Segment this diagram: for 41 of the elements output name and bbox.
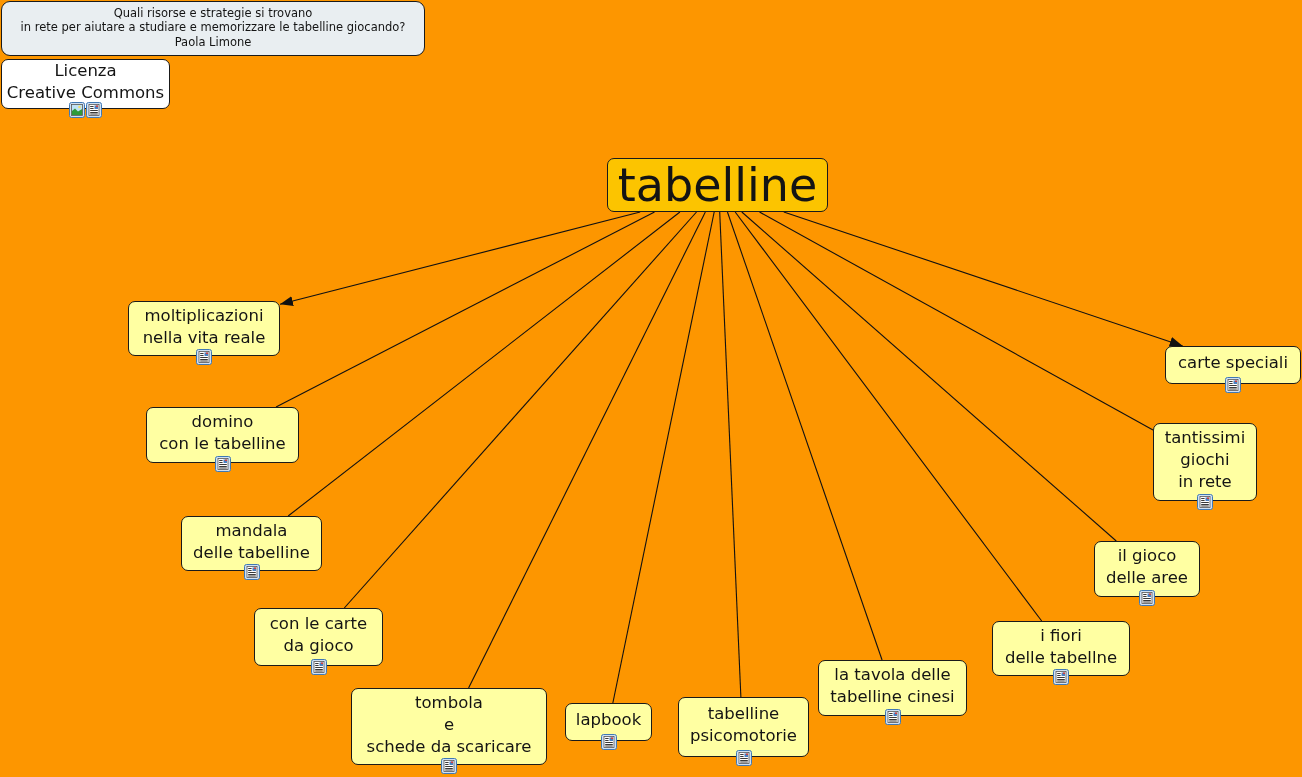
question-box xyxy=(1,1,425,56)
concept-box xyxy=(992,621,1130,676)
concept-box xyxy=(181,516,322,571)
concept-label: tombola e schede da scaricare xyxy=(366,691,532,758)
concept-label: con le carte da gioco xyxy=(269,613,368,657)
concept-label: carte speciali xyxy=(1178,352,1288,374)
concept-box xyxy=(1165,346,1301,384)
question-text: Quali risorse e strategie si trovano in rete per aiutare a studiare e memorizzare le tabelline giocando? xyxy=(20,5,406,35)
connector-line xyxy=(734,211,1043,622)
concept-box xyxy=(254,608,383,666)
connector-line xyxy=(468,211,706,689)
connector-line xyxy=(758,211,1154,431)
concept-label: tabelline psicomotorie xyxy=(689,703,798,747)
concept-label: tantissimi giochi in rete xyxy=(1164,427,1246,493)
concept-box xyxy=(146,407,299,463)
concept-label: i fiori delle tabellne xyxy=(1004,624,1118,669)
main-topic-label: tabelline xyxy=(617,159,818,211)
concept-box xyxy=(818,660,967,716)
connector-line xyxy=(343,211,698,609)
concept-label: mandala delle tabelline xyxy=(193,519,310,564)
concept-label: lapbook xyxy=(575,709,642,731)
concept-box xyxy=(565,703,652,741)
arrow xyxy=(279,211,641,306)
concept-box xyxy=(1153,423,1257,501)
concept-box xyxy=(678,697,809,757)
author-name: Paola Limone xyxy=(174,34,252,50)
concept-box xyxy=(1094,541,1200,597)
connector-line xyxy=(741,211,1117,542)
connector-line xyxy=(612,211,715,704)
arrow xyxy=(783,211,1184,347)
concept-label: la tavola delle tabelline cinesi xyxy=(830,664,955,708)
connector-line xyxy=(287,211,681,517)
concept-box xyxy=(128,301,280,356)
concept-box xyxy=(351,688,547,765)
connector-line xyxy=(719,211,742,698)
concept-label: il gioco delle aree xyxy=(1106,545,1188,589)
concept-label: domino con le tabelline xyxy=(159,411,286,455)
concept-label: moltiplicazioni nella vita reale xyxy=(142,304,266,349)
license-label: Licenza Creative Commons xyxy=(6,60,165,104)
connector-line xyxy=(275,211,656,408)
connector-line xyxy=(726,211,883,661)
